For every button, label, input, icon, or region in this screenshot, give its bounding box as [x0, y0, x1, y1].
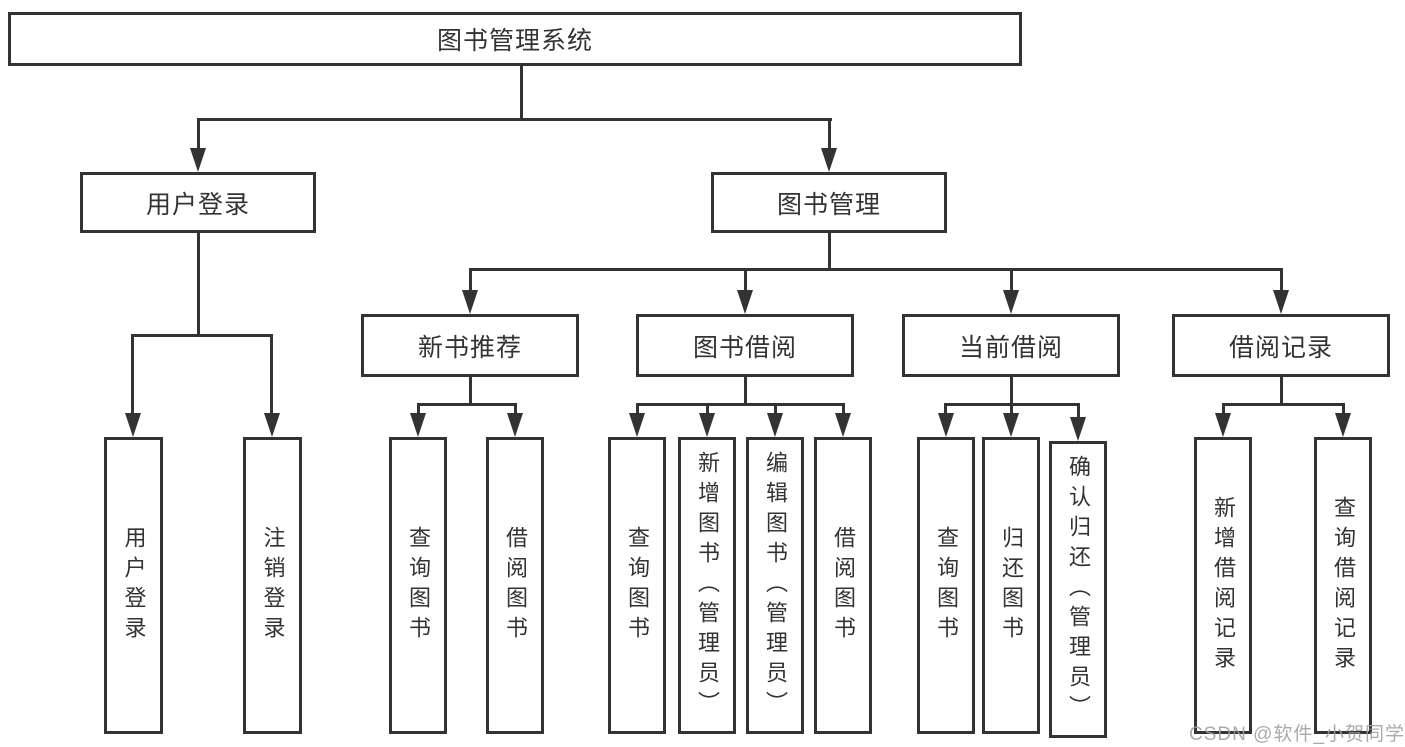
node-current-borrowing: 当前借阅	[902, 314, 1120, 377]
leaf-logout-label: 注销登录	[260, 525, 286, 646]
connector-line	[1077, 406, 1080, 417]
node-book-management: 图书管理	[711, 172, 947, 233]
connector-line	[944, 406, 947, 413]
connector-line	[469, 268, 1283, 271]
arrowhead-icon	[629, 413, 645, 437]
connector-line	[774, 406, 777, 413]
arrowhead-icon	[264, 413, 280, 437]
leaf-borrow-books-label: 借阅图书	[831, 525, 856, 646]
arrowhead-icon	[1003, 290, 1019, 314]
connector-line	[636, 403, 845, 406]
leaf-query-borrow-record-label: 查询借阅记录	[1331, 495, 1356, 676]
leaf-query-books-borrowing-label: 查询图书	[625, 525, 650, 646]
connector-line	[842, 406, 845, 413]
leaf-confirm-return-admin-label: 确认归还（管理员）	[1066, 454, 1091, 725]
leaf-logout: 注销登录	[243, 437, 302, 734]
leaf-return-books-label: 归还图书	[999, 525, 1024, 646]
node-book-management-label: 图书管理	[776, 190, 881, 219]
leaf-query-borrow-record: 查询借阅记录	[1314, 437, 1372, 734]
leaf-user-login-label: 用户登录	[121, 525, 147, 646]
arrowhead-icon	[835, 413, 851, 437]
node-new-book-recommend: 新书推荐	[361, 314, 579, 377]
leaf-query-books-current: 查询图书	[917, 437, 975, 734]
node-library-system-label: 图书管理系统	[436, 27, 593, 55]
leaf-user-login: 用户登录	[104, 437, 163, 734]
arrowhead-icon	[507, 413, 523, 437]
connector-line	[1280, 271, 1283, 290]
node-user-login: 用户登录	[80, 172, 316, 233]
connector-line	[1010, 271, 1013, 290]
connector-line	[1222, 403, 1345, 406]
leaf-query-books-borrowing: 查询图书	[608, 437, 666, 734]
arrowhead-icon	[1070, 417, 1086, 441]
node-book-borrowing-label: 图书借阅	[692, 333, 797, 362]
node-book-borrowing: 图书借阅	[636, 314, 854, 377]
connector-line	[270, 337, 273, 413]
connector-line	[469, 377, 472, 403]
arrowhead-icon	[125, 413, 141, 437]
connector-line	[417, 406, 420, 413]
leaf-query-books-current-label: 查询图书	[934, 525, 959, 646]
arrowhead-icon	[1003, 413, 1019, 437]
arrowhead-icon	[938, 413, 954, 437]
arrowhead-icon	[462, 290, 478, 314]
leaf-add-book-admin: 新增图书（管理员）	[678, 437, 736, 734]
leaf-borrow-books-recommend: 借阅图书	[486, 437, 544, 734]
arrowhead-icon	[1215, 413, 1231, 437]
connector-line	[469, 271, 472, 290]
connector-line	[1280, 377, 1283, 403]
leaf-borrow-books-recommend-label: 借阅图书	[503, 525, 528, 646]
arrowhead-icon	[767, 413, 783, 437]
arrowhead-icon	[410, 413, 426, 437]
node-current-borrowing-label: 当前借阅	[958, 333, 1063, 362]
connector-line	[744, 271, 747, 290]
connector-line	[1010, 406, 1013, 413]
connector-line	[1010, 377, 1013, 403]
leaf-add-book-admin-label: 新增图书（管理员）	[695, 450, 720, 721]
leaf-edit-book-admin: 编辑图书（管理员）	[746, 437, 804, 734]
node-borrowing-records: 借阅记录	[1172, 314, 1390, 377]
arrowhead-icon	[699, 413, 715, 437]
connector-line	[197, 118, 832, 121]
leaf-edit-book-admin-label: 编辑图书（管理员）	[763, 450, 788, 721]
leaf-confirm-return-admin: 确认归还（管理员）	[1049, 441, 1107, 738]
connector-line	[520, 64, 523, 118]
leaf-add-borrow-record-label: 新增借阅记录	[1211, 495, 1236, 676]
connector-line	[131, 337, 134, 413]
connector-line	[514, 406, 517, 413]
node-user-login-label: 用户登录	[145, 190, 250, 219]
arrowhead-icon	[1335, 413, 1351, 437]
connector-line	[197, 121, 200, 148]
arrowhead-icon	[1273, 290, 1289, 314]
arrowhead-icon	[190, 148, 206, 172]
leaf-borrow-books: 借阅图书	[814, 437, 872, 734]
connector-line	[828, 121, 831, 148]
node-borrowing-records-label: 借阅记录	[1228, 333, 1333, 362]
connector-line	[744, 377, 747, 403]
connector-line	[197, 233, 200, 334]
connector-line	[1222, 406, 1225, 413]
connector-line	[944, 403, 1080, 406]
watermark-text: CSDN @软件_小贺同学	[1189, 724, 1405, 745]
arrowhead-icon	[737, 290, 753, 314]
arrowhead-icon	[821, 148, 837, 172]
connector-line	[636, 406, 639, 413]
connector-line	[828, 233, 831, 268]
leaf-query-books-recommend-label: 查询图书	[406, 525, 431, 646]
node-new-book-recommend-label: 新书推荐	[417, 333, 522, 362]
leaf-add-borrow-record: 新增借阅记录	[1194, 437, 1252, 734]
connector-line	[706, 406, 709, 413]
leaf-return-books: 归还图书	[982, 437, 1040, 734]
connector-line	[417, 403, 517, 406]
leaf-query-books-recommend: 查询图书	[389, 437, 447, 734]
connector-line	[1342, 406, 1345, 413]
connector-line	[131, 334, 273, 337]
node-library-system: 图书管理系统	[8, 12, 1022, 66]
